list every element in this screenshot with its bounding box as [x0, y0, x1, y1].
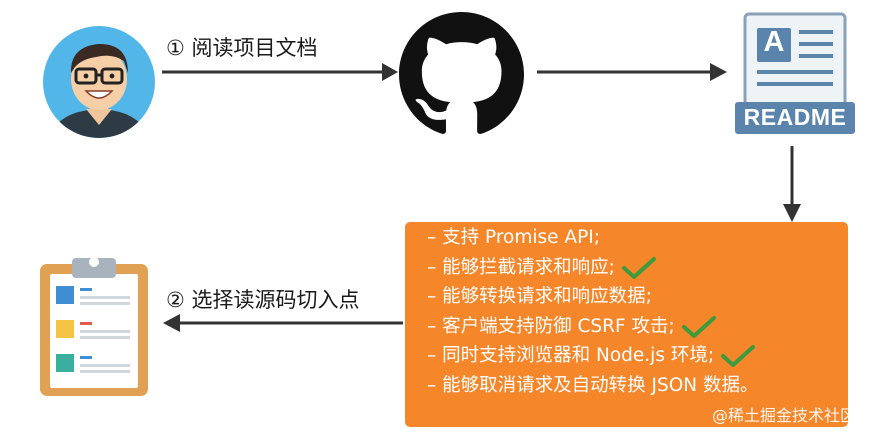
readme-document-icon: A README [733, 12, 857, 136]
readme-badge-label: README [743, 104, 847, 130]
features-panel: – 支持 Promise API; – 能够拦截请求和响应; – 能够转换请求和… [405, 222, 848, 427]
developer-avatar-icon [43, 26, 155, 138]
green-check-icon [681, 315, 716, 338]
feature-item: – 同时支持浏览器和 Node.js 环境; [427, 341, 848, 371]
arrow-to-readme [537, 63, 727, 81]
step-2-label: ② 选择读源码切入点 [166, 288, 360, 312]
feature-item: – 能够转换请求和响应数据; [427, 286, 652, 307]
feature-item: – 支持 Promise API; [427, 227, 600, 248]
clipboard-icon [40, 257, 148, 396]
feature-item: – 能够取消请求及自动转换 JSON 数据。 [427, 374, 759, 396]
feature-item: – 能够拦截请求和响应; [427, 253, 848, 283]
arrow-to-github [162, 63, 398, 81]
arrow-to-clipboard [163, 314, 403, 332]
green-check-icon [621, 256, 656, 279]
step-1-label: ① 阅读项目文档 [166, 36, 318, 60]
arrow-to-features [783, 146, 801, 222]
watermark: @稀土掘金技术社区 [712, 406, 857, 425]
green-check-icon [721, 345, 756, 367]
github-octocat-icon [399, 12, 524, 134]
readme-letter: A [763, 26, 785, 58]
feature-item: – 客户端支持防御 CSRF 攻击; [427, 312, 848, 342]
